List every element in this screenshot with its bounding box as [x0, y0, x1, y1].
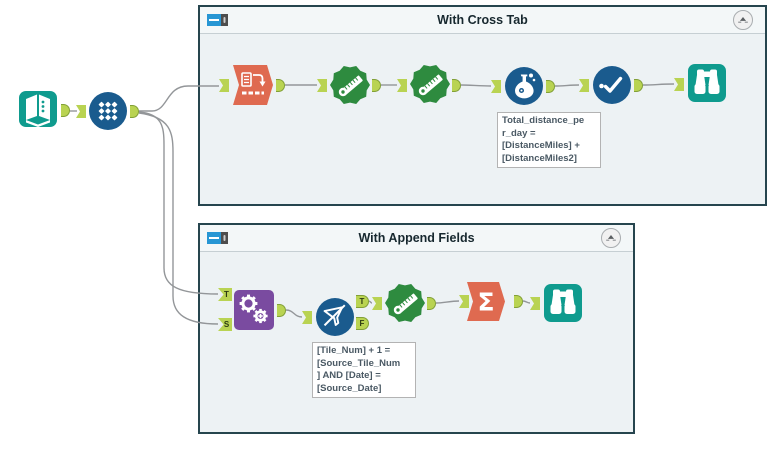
filter-annotation[interactable]: [Tile_Num] + 1 = [Source_Tile_Num ] AND … [312, 342, 416, 399]
output-anchor[interactable] [276, 79, 285, 92]
input-anchor[interactable] [317, 79, 327, 92]
connection-wire[interactable] [139, 85, 219, 112]
sigma-glyph: Σ [477, 288, 494, 317]
formula-icon [505, 67, 543, 105]
input-anchor-s[interactable]: S [218, 318, 232, 331]
select-icon [593, 66, 631, 104]
container-title: With Cross Tab [437, 13, 528, 27]
input-anchor-t[interactable]: T [218, 288, 232, 301]
distance-tool[interactable] [410, 64, 450, 109]
filter-tool[interactable] [315, 297, 355, 342]
distance-tool[interactable] [385, 283, 425, 328]
connection-wire[interactable] [522, 300, 531, 304]
append-fields-tool[interactable] [233, 289, 275, 336]
connection-wire[interactable] [138, 111, 219, 295]
tile-icon [89, 92, 127, 130]
input-anchor[interactable] [219, 79, 229, 92]
collapse-button[interactable] [733, 10, 753, 30]
container-with-append-fields[interactable]: With Append Fields [198, 223, 635, 434]
browse-tool[interactable] [687, 63, 727, 108]
distance-tool[interactable] [330, 65, 370, 110]
container-title: With Append Fields [358, 231, 475, 245]
browse-tool[interactable] [543, 283, 583, 328]
input-anchor[interactable] [302, 311, 312, 324]
formula-annotation[interactable]: Total_distance_pe r_day = [DistanceMiles… [497, 112, 601, 169]
input-anchor[interactable] [491, 80, 501, 93]
input-data-icon [19, 91, 57, 127]
connection-wire[interactable] [435, 300, 460, 304]
output-anchor[interactable] [61, 104, 70, 117]
output-anchor[interactable] [130, 105, 139, 118]
output-anchor[interactable] [452, 79, 461, 92]
input-anchor[interactable] [76, 105, 86, 118]
connection-wire[interactable] [138, 112, 219, 325]
input-data-tool[interactable] [18, 89, 58, 134]
output-anchor-false[interactable]: F [356, 317, 369, 330]
browse-icon [544, 284, 582, 322]
summarize-icon: Σ [467, 282, 505, 321]
container-header[interactable]: With Cross Tab [200, 7, 765, 34]
input-anchor[interactable] [459, 295, 469, 308]
distance-icon [410, 65, 450, 103]
input-anchor[interactable] [530, 297, 540, 310]
distance-icon [385, 284, 425, 322]
input-anchor[interactable] [372, 297, 382, 310]
output-anchor[interactable] [372, 79, 381, 92]
browse-icon [688, 64, 726, 102]
collapse-button[interactable] [601, 228, 621, 248]
input-anchor[interactable] [397, 79, 407, 92]
append-fields-icon [234, 290, 274, 330]
output-anchor[interactable] [427, 297, 436, 310]
output-anchor[interactable] [546, 80, 555, 93]
connection-wire[interactable] [285, 309, 303, 318]
select-tool[interactable] [592, 65, 632, 110]
container-header[interactable]: With Append Fields [200, 225, 633, 252]
output-anchor[interactable] [514, 295, 523, 308]
connection-wire[interactable] [642, 83, 675, 86]
formula-tool[interactable] [504, 66, 544, 111]
chevron-up-icon [606, 234, 616, 241]
tile-tool[interactable] [88, 91, 128, 136]
container-with-cross-tab[interactable]: With Cross Tab [198, 5, 767, 206]
output-anchor[interactable] [277, 304, 286, 317]
connection-wire[interactable] [368, 300, 373, 304]
summarize-tool[interactable]: Σ [466, 281, 506, 326]
filter-icon [316, 298, 354, 336]
cross-tab-tool[interactable] [232, 64, 274, 111]
input-anchor[interactable] [674, 78, 684, 91]
connection-wire[interactable] [554, 84, 580, 87]
input-anchor[interactable] [579, 79, 589, 92]
container-toggle-icon[interactable] [207, 14, 228, 26]
distance-icon [330, 66, 370, 104]
connection-wire[interactable] [460, 84, 492, 87]
output-anchor-true[interactable]: T [356, 295, 369, 308]
cross-tab-icon [233, 65, 273, 105]
output-anchor[interactable] [634, 79, 643, 92]
container-toggle-icon[interactable] [207, 232, 228, 244]
chevron-up-icon [738, 16, 748, 23]
